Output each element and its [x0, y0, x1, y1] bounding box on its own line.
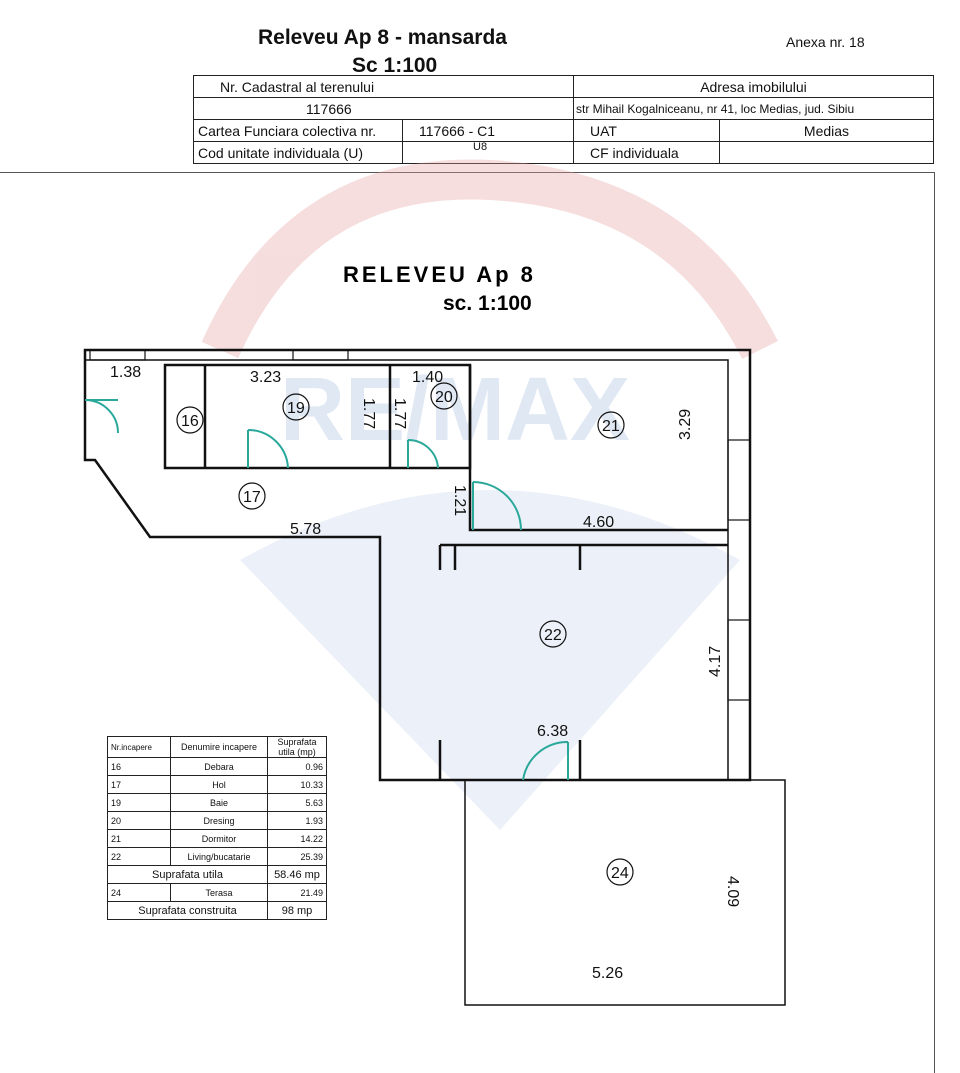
- dimension-label: 4.60: [583, 514, 614, 531]
- plan-scale: sc. 1:100: [443, 292, 532, 315]
- dimension-label: 1.77: [360, 398, 377, 429]
- dimension-label: 1.77: [391, 398, 408, 429]
- door: [522, 740, 569, 781]
- legend-header-nr: Nr.incapere: [107, 736, 171, 758]
- room-area-table: Nr.incapere Denumire incapere Suprafata …: [107, 736, 327, 920]
- annex-number: Anexa nr. 18: [786, 34, 865, 50]
- watermark-balloon-top: [201, 159, 778, 360]
- window: [292, 349, 349, 361]
- dimension-label: 1.40: [412, 369, 443, 386]
- window: [89, 349, 146, 361]
- dimension-label: 3.23: [250, 369, 281, 386]
- plan-title: RELEVEU Ap 8: [343, 262, 536, 287]
- dimension-label: 6.38: [537, 723, 568, 740]
- dimension-label: 1.38: [110, 364, 141, 381]
- wall-stubs-bottom: [438, 740, 582, 780]
- document-scale: Sc 1:100: [352, 54, 438, 77]
- door: [407, 438, 439, 469]
- door: [472, 481, 522, 531]
- cf-individual-value: [719, 141, 934, 164]
- wall-stubs: [438, 545, 582, 570]
- terrace-outline: [464, 779, 786, 1006]
- window: [727, 619, 751, 701]
- room-label: 17: [243, 489, 261, 506]
- windows: [89, 349, 751, 701]
- door: [247, 428, 289, 469]
- dimension-label: 5.78: [290, 521, 321, 538]
- dimension-label: 1.21: [451, 485, 468, 516]
- door: [84, 399, 119, 434]
- remax-watermark: RE/MAX: [201, 159, 778, 830]
- cf-individual-label: CF individuala: [573, 141, 720, 164]
- dimension-label: 5.26: [592, 965, 623, 982]
- room-label: 19: [287, 400, 305, 417]
- document-title: Releveu Ap 8 - mansarda: [258, 26, 507, 49]
- address-label: Adresa imobilului: [573, 75, 934, 98]
- dimension-label: 3.29: [677, 409, 694, 440]
- room-label: 20: [435, 389, 453, 406]
- watermark-text: RE/MAX: [280, 360, 630, 460]
- legend-header-name: Denumire incapere: [170, 736, 268, 758]
- unit-label: Cod unitate individuala (U): [193, 141, 403, 164]
- doors: [84, 399, 569, 781]
- room-label: 24: [611, 865, 629, 882]
- uat-label: UAT: [573, 119, 720, 142]
- room-label: 22: [544, 627, 562, 644]
- watermark-balloon-bottom: [240, 490, 740, 830]
- dimension-label: 4.17: [707, 646, 724, 677]
- legend-header-area: Suprafata utila (mp): [267, 736, 327, 758]
- window: [727, 439, 751, 521]
- property-info-table: Nr. Cadastral al terenului Adresa imobil…: [193, 75, 934, 164]
- uat-value: Medias: [719, 119, 934, 142]
- bedroom-wall: [468, 365, 728, 532]
- drawing-frame: [0, 172, 935, 1073]
- partition-walls: [203, 365, 392, 468]
- room-label: 16: [181, 413, 199, 430]
- address-value: str Mihail Kogalniceanu, nr 41, loc Medi…: [573, 97, 934, 120]
- cadastral-label: Nr. Cadastral al terenului: [193, 75, 574, 98]
- dimension-label: 4.09: [724, 876, 741, 907]
- room-label: 21: [602, 418, 620, 435]
